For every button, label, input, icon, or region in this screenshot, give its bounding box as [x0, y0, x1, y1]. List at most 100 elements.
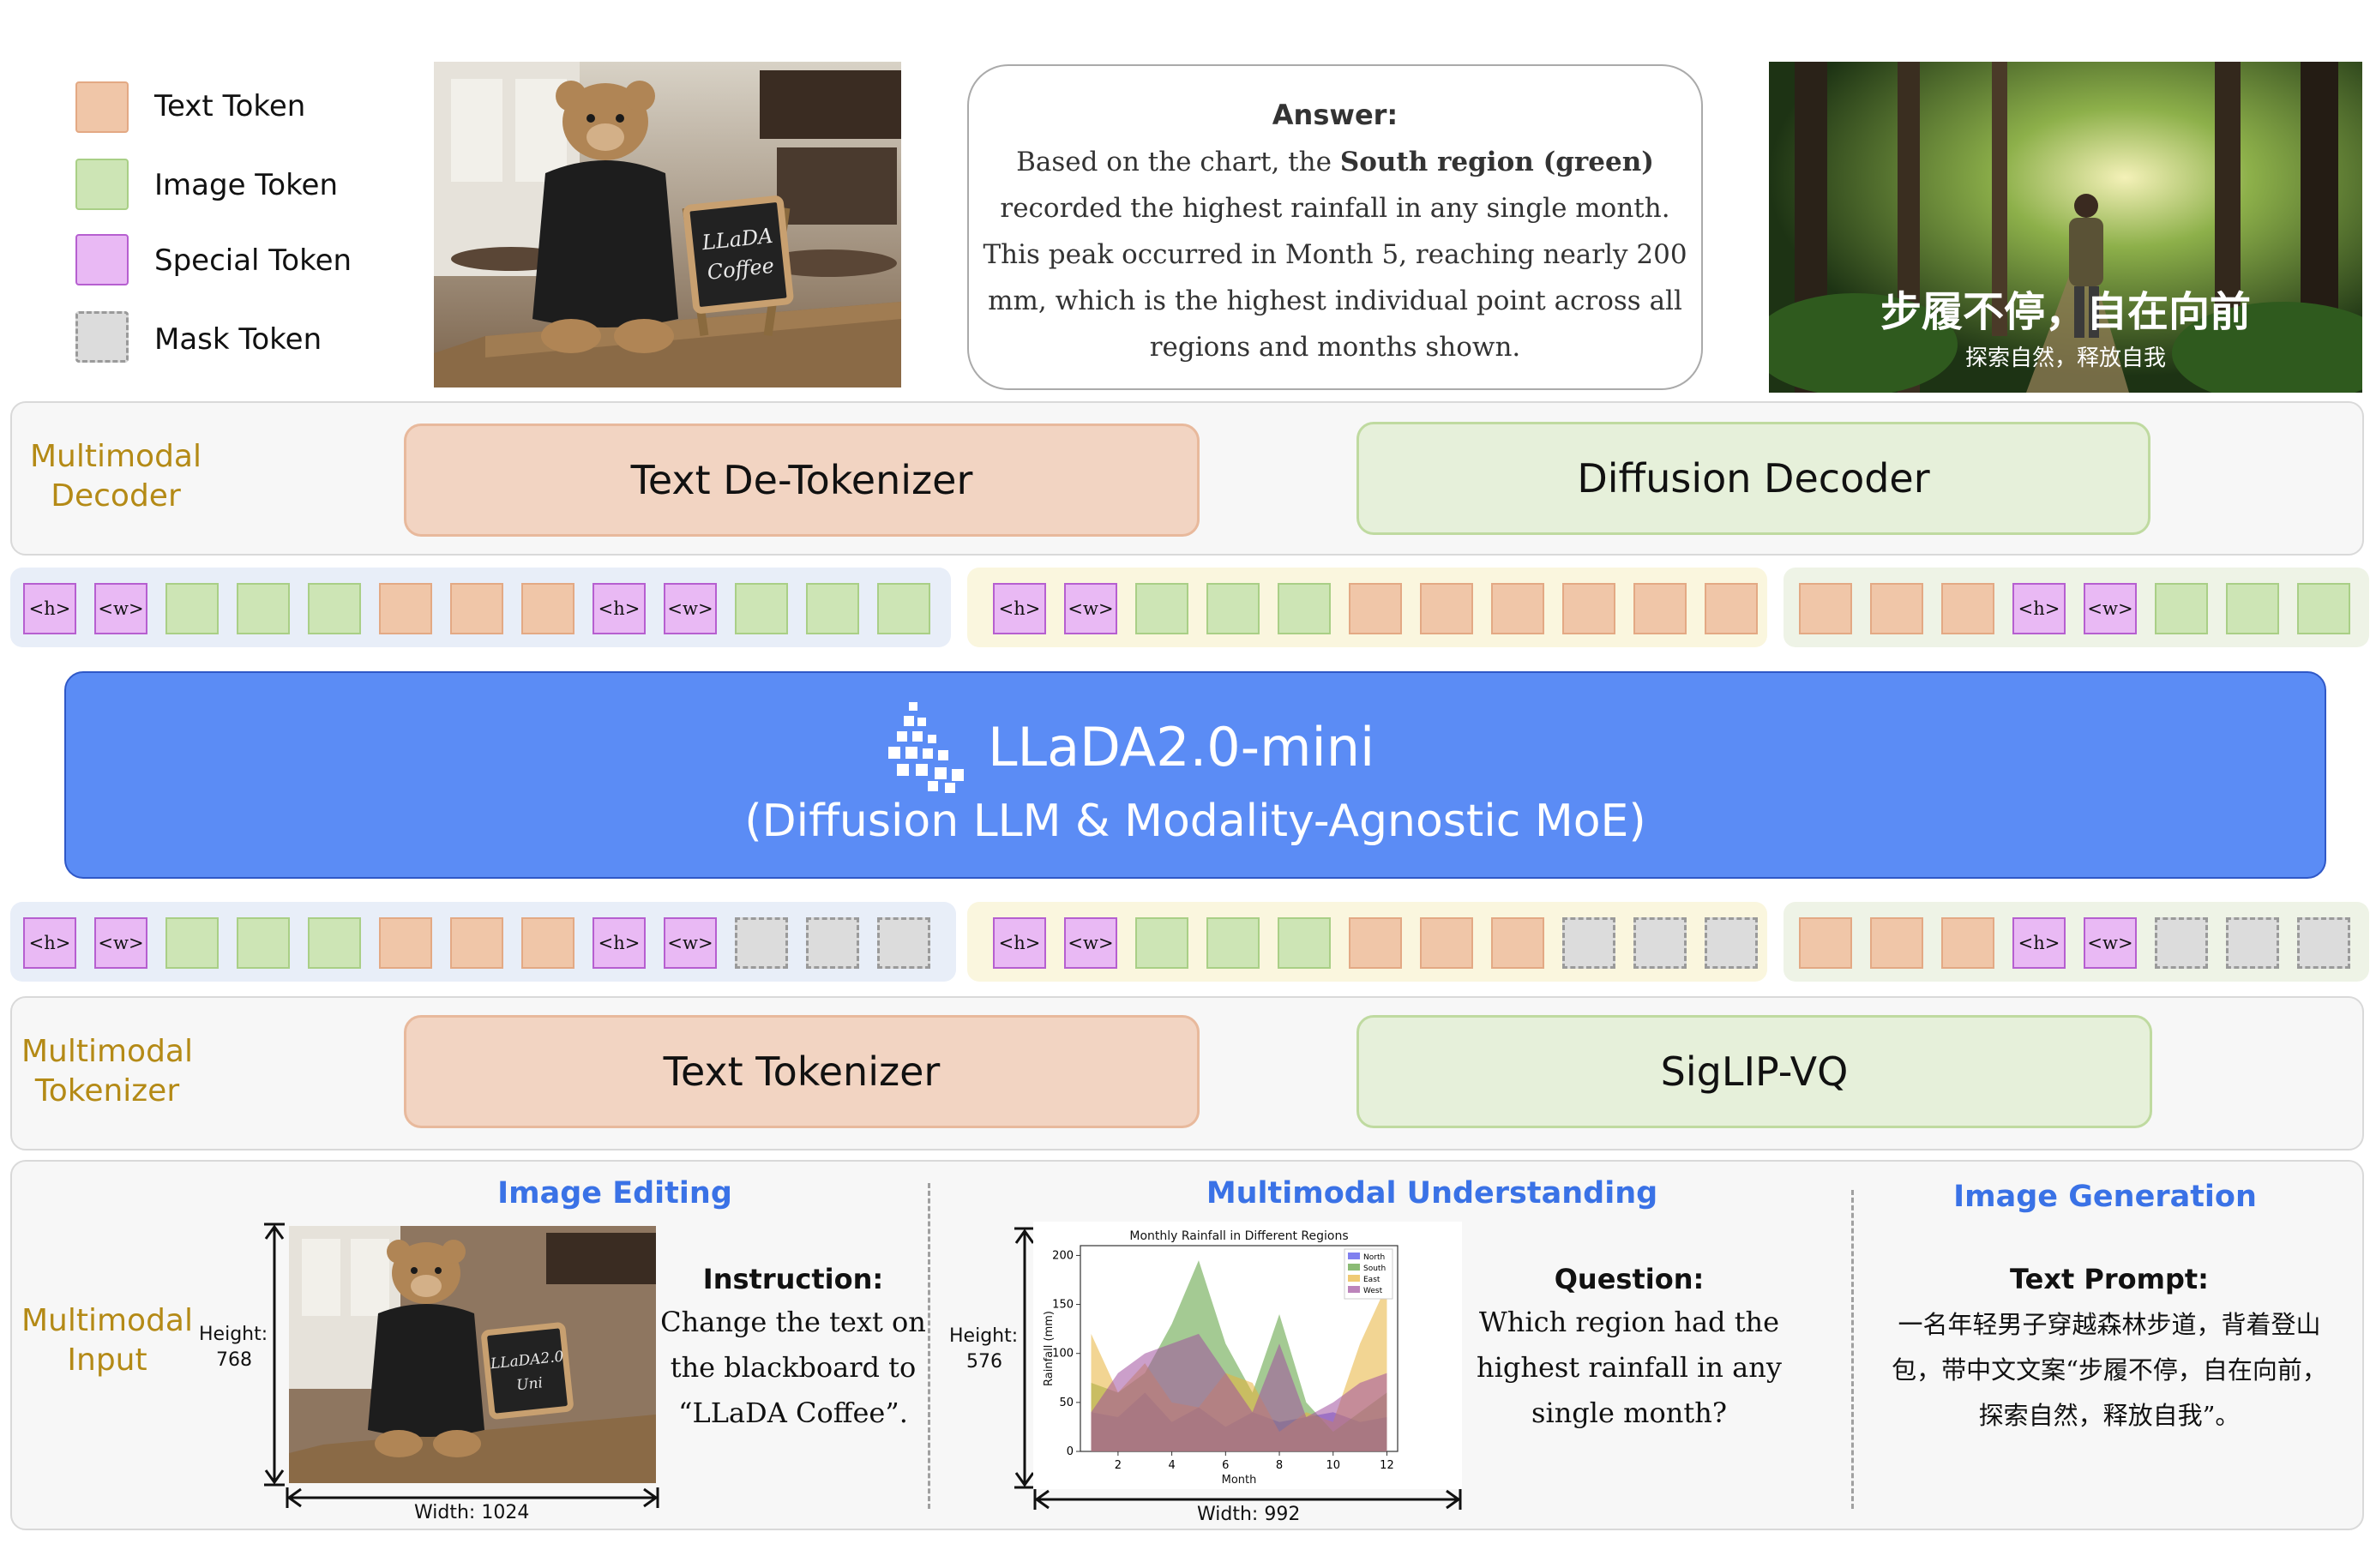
- input-special-w-token: <w>: [94, 917, 147, 969]
- input-text-token: [1941, 917, 1994, 969]
- instruction-heading: Instruction:: [702, 1263, 884, 1295]
- answer-line: Based on the chart, the South region (gr…: [977, 139, 1693, 185]
- answer-line: recorded the highest rainfall in any sin…: [977, 185, 1693, 231]
- decoder-label-line1: Multimodal: [29, 439, 202, 474]
- question-heading: Question:: [1554, 1263, 1705, 1295]
- answer-highlight: South region (green): [1339, 147, 1654, 177]
- output-image-token: [806, 583, 859, 634]
- question-text: Which region had the highest rainfall in …: [1466, 1300, 1792, 1436]
- input-text-token: [1349, 917, 1402, 969]
- prompt-line: 包，带中文文案“步履不停，自在向前，: [1892, 1355, 2327, 1385]
- cafe-teddy-bear-illustration: LLaDA Coffee: [434, 62, 901, 387]
- question-line: single month?: [1531, 1397, 1727, 1429]
- output-image-token: [165, 583, 219, 634]
- input-mask-token: [2297, 917, 2350, 969]
- answer-line-text: This peak occurred in Month 5, reaching …: [983, 239, 1687, 270]
- output-text-token: [450, 583, 503, 634]
- input-special-h-token: <h>: [592, 917, 646, 969]
- editing-width-arrow-icon: [286, 1487, 659, 1508]
- chart-xtick-label: 6: [1222, 1459, 1229, 1472]
- output-image-token: [308, 583, 361, 634]
- output-text-token: [1870, 583, 1923, 634]
- text-token-swatch: [75, 81, 129, 133]
- editing-height-arrow-icon: [264, 1223, 285, 1487]
- editing-height-value: 768: [216, 1349, 252, 1371]
- input-mask-token: [2155, 917, 2208, 969]
- prompt-line: 一名年轻男子穿越森林步道，背着登山: [1898, 1310, 2321, 1339]
- chart-ytick-label: 50: [1059, 1397, 1074, 1409]
- input-text-token: [450, 917, 503, 969]
- output-special-w-token: <w>: [2084, 583, 2137, 634]
- input-mask-token: [735, 917, 788, 969]
- llada-model-block: LLaDA2.0-mini (Diffusion LLM & Modality-…: [64, 671, 2326, 879]
- input-special-h-token: <h>: [2012, 917, 2066, 969]
- output-special-w-token: <w>: [94, 583, 147, 634]
- chart-xlabel: Month: [1222, 1474, 1257, 1487]
- input-text-token: [521, 917, 574, 969]
- input-text-token: [1870, 917, 1923, 969]
- chart-ytick-label: 0: [1067, 1445, 1074, 1458]
- input-mask-token: [1562, 917, 1615, 969]
- question-line: Which region had the: [1478, 1306, 1780, 1338]
- input-label-line1: Multimodal: [21, 1303, 193, 1338]
- chart-xtick-label: 2: [1115, 1459, 1122, 1472]
- understanding-height-arrow-icon: [1014, 1227, 1035, 1489]
- chart-legend-label: North: [1363, 1253, 1385, 1262]
- output-text-token: [379, 583, 432, 634]
- text-token-label: Text Token: [154, 89, 306, 123]
- input-mask-token: [2226, 917, 2279, 969]
- output-image-token: [1206, 583, 1260, 634]
- chart-legend-label: East: [1363, 1276, 1380, 1284]
- output-special-h-token: <h>: [23, 583, 76, 634]
- rainfall-chart: Monthly Rainfall in Different Regions 2 4…: [1033, 1222, 1462, 1489]
- chart-legend-label: West: [1363, 1287, 1383, 1295]
- image-generation-title: Image Generation: [1953, 1180, 2257, 1214]
- answer-text: Based on the chart, the South region (gr…: [977, 139, 1693, 370]
- task-divider-2: [1851, 1190, 1854, 1509]
- edited-cafe-image: LLaDA Coffee: [434, 62, 901, 387]
- understanding-height-value: 576: [966, 1351, 1002, 1373]
- chart-legend-swatch: [1348, 1253, 1360, 1259]
- tokenizer-label-line1: Multimodal: [21, 1034, 193, 1069]
- chart-ylabel: Rainfall (mm): [1043, 1311, 1056, 1386]
- input-label-line2: Input: [67, 1343, 147, 1378]
- understanding-width-label: Width: 992: [1197, 1504, 1301, 1525]
- output-text-token: [1633, 583, 1687, 634]
- chart-ytick-label: 150: [1052, 1299, 1074, 1312]
- input-mask-token: [806, 917, 859, 969]
- input-image-token: [237, 917, 290, 969]
- text-tokenizer-block: Text Tokenizer: [404, 1015, 1200, 1128]
- mask-token-swatch: [75, 311, 129, 363]
- chart-legend-swatch: [1348, 1286, 1360, 1293]
- instruction-line: Change the text on: [660, 1306, 926, 1338]
- answer-line-text: Based on the chart, the: [1016, 147, 1340, 177]
- text-detokenizer-block: Text De-Tokenizer: [404, 424, 1200, 537]
- answer-line: regions and months shown.: [977, 324, 1693, 370]
- input-special-h-token: <h>: [993, 917, 1046, 969]
- image-token-swatch: [75, 159, 129, 210]
- answer-line: mm, which is the highest individual poin…: [977, 278, 1693, 324]
- input-text-token: [379, 917, 432, 969]
- input-special-h-token: <h>: [23, 917, 76, 969]
- prompt-heading: Text Prompt:: [2010, 1263, 2209, 1295]
- input-text-token: [1799, 917, 1852, 969]
- model-subtitle: (Diffusion LLM & Modality-Agnostic MoE): [744, 796, 1646, 847]
- forest-hiker-illustration: 步履不停，自在向前 探索自然，释放自我: [1769, 62, 2362, 393]
- output-special-h-token: <h>: [2012, 583, 2066, 634]
- chart-legend-label: South: [1363, 1265, 1386, 1273]
- output-text-token: [1941, 583, 1994, 634]
- chart-xtick-label: 4: [1168, 1459, 1175, 1472]
- chart-title: Monthly Rainfall in Different Regions: [1129, 1229, 1348, 1243]
- output-text-token: [1349, 583, 1402, 634]
- tokenizer-label-line2: Tokenizer: [34, 1073, 180, 1108]
- chart-legend-swatch: [1348, 1275, 1360, 1282]
- input-label: Multimodal Input: [9, 1301, 206, 1380]
- input-mask-token: [1705, 917, 1758, 969]
- generated-image-main-caption: 步履不停，自在向前: [1880, 288, 2251, 336]
- output-text-token: [521, 583, 574, 634]
- input-image-token: [1278, 917, 1331, 969]
- llada-logo-icon: [888, 702, 964, 793]
- question-line: highest rainfall in any: [1477, 1351, 1782, 1384]
